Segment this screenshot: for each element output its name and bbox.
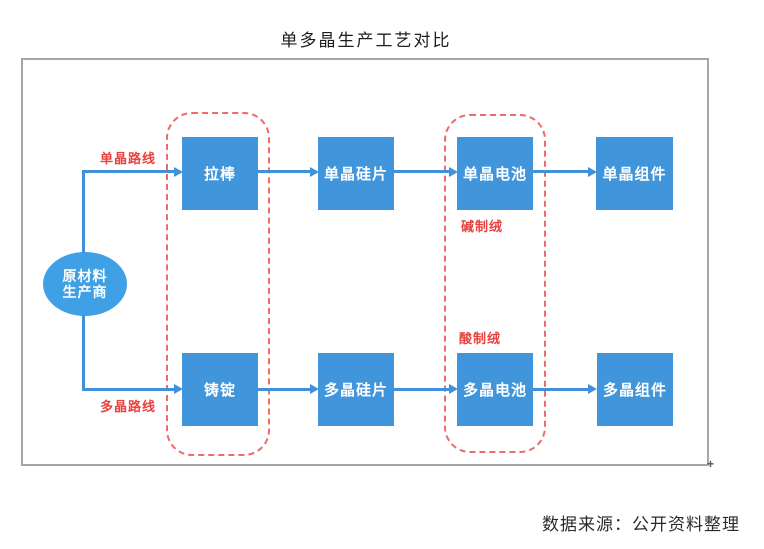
- arrowhead-into-mono-cell: [449, 167, 458, 177]
- arrowhead-into-poly-cell: [449, 384, 458, 394]
- connector-poly-wafer-to-cell: [394, 388, 449, 391]
- data-source-note: 数据来源：公开资料整理: [542, 515, 740, 534]
- connector-casting-to-poly-wafer: [258, 388, 310, 391]
- arrowhead-into-pulling: [174, 167, 183, 177]
- node-mono-cell: 单晶电池: [457, 137, 533, 210]
- arrowhead-into-mono-wafer: [310, 167, 319, 177]
- connector-root-to-poly-vertical: [82, 315, 85, 391]
- connector-mono-wafer-to-cell: [393, 170, 449, 173]
- dashed-region-cell: [444, 114, 546, 453]
- mono-route-label: 单晶路线: [100, 151, 157, 166]
- arrowhead-into-casting: [174, 384, 183, 394]
- node-label-line1: 原材料: [62, 268, 108, 284]
- node-pulling-rod: 拉棒: [182, 137, 258, 210]
- arrowhead-into-poly-wafer: [310, 384, 319, 394]
- arrowhead-into-mono-module: [588, 167, 597, 177]
- node-label-line2: 生产商: [62, 284, 108, 300]
- connector-pulling-to-mono-wafer: [258, 170, 310, 173]
- pointer-cursor-icon: +: [707, 457, 715, 471]
- dashed-region-crystallization: [166, 112, 270, 456]
- node-ingot-casting: 铸锭: [182, 353, 258, 426]
- node-poly-module: 多晶组件: [597, 353, 673, 426]
- connector-root-to-mono-horizontal: [82, 170, 174, 173]
- poly-route-label: 多晶路线: [100, 399, 157, 414]
- connector-poly-cell-to-module: [533, 388, 588, 391]
- node-poly-wafer: 多晶硅片: [318, 353, 394, 426]
- diagram-title: 单多晶生产工艺对比: [280, 31, 452, 50]
- arrowhead-into-poly-module: [588, 384, 597, 394]
- acid-texturing-annotation: 酸制绒: [459, 331, 502, 346]
- node-mono-module: 单晶组件: [596, 137, 673, 210]
- node-raw-material-producer: 原材料 生产商: [43, 252, 127, 316]
- alkali-texturing-annotation: 碱制绒: [461, 219, 504, 234]
- node-mono-wafer: 单晶硅片: [318, 137, 394, 210]
- node-poly-cell: 多晶电池: [457, 353, 533, 426]
- connector-root-to-mono-vertical: [82, 172, 85, 253]
- connector-root-to-poly-horizontal: [82, 388, 174, 391]
- connector-mono-cell-to-module: [532, 170, 588, 173]
